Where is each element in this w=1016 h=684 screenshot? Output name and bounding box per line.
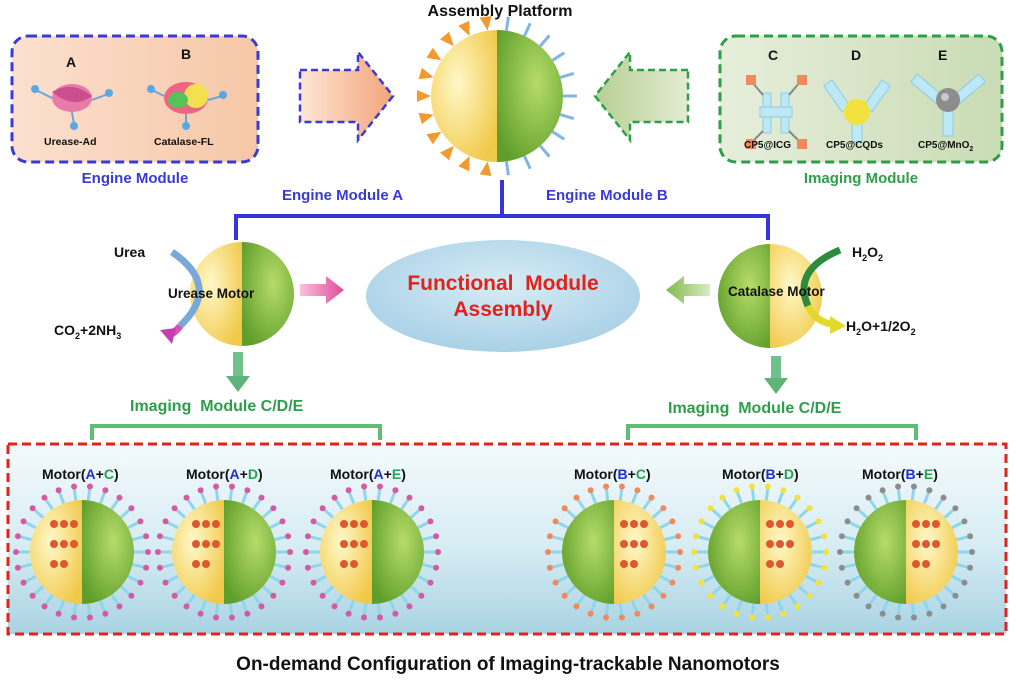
engine-item-a-label: Urease-Ad — [44, 136, 97, 148]
engine-branch-b-label: Engine Module B — [546, 187, 668, 204]
platform-cone-spike — [426, 47, 442, 61]
motor-config-label: Motor(B+E) — [862, 466, 938, 482]
platform-rod-spike — [559, 113, 575, 120]
motor-config-label: Motor(A+D) — [186, 466, 263, 482]
engine-to-platform-arrow — [298, 48, 395, 144]
configured-motor-sphere — [837, 483, 975, 621]
engine-item-b-label: Catalase-FL — [154, 136, 214, 148]
assembly-platform-title: Assembly Platform — [427, 3, 573, 20]
urease-motor-sphere — [190, 242, 294, 346]
imaging-module-title: Imaging Module — [803, 170, 919, 187]
imaging-to-platform-arrow — [593, 48, 690, 144]
imaging-right-bracket — [626, 424, 918, 440]
platform-rod-spike — [559, 72, 575, 79]
urea-reaction-arrow — [170, 249, 203, 329]
platform-cone-spike — [426, 131, 442, 145]
figure-caption: On-demand Configuration of Imaging-track… — [236, 654, 780, 675]
platform-cone-spike — [418, 112, 434, 125]
catalase-motor-sphere — [718, 244, 822, 348]
configured-motor-sphere — [691, 483, 829, 621]
platform-rod-spike — [523, 155, 532, 170]
h2o2-label: H2O2 — [852, 244, 884, 263]
motor-config-label: Motor(A+C) — [42, 466, 119, 482]
urease-product-label: CO2+2NH3 — [54, 322, 122, 341]
catalase-down-arrow — [764, 356, 788, 394]
platform-cone-spike — [479, 161, 492, 177]
platform-rod-spike — [504, 16, 510, 31]
center-title-line2: Assembly — [453, 298, 553, 321]
engine-item-a-letter: A — [66, 54, 77, 70]
platform-cone-spike — [458, 20, 470, 36]
h2o2-reaction-arrow — [800, 246, 842, 308]
urease-motor-label: Urease Motor — [168, 286, 255, 301]
catalase-molecule-icon — [147, 82, 227, 130]
platform-cone-spike — [417, 90, 431, 102]
cp5-mno2-molecule-icon — [910, 73, 986, 137]
imaging-left-label: Imaging Module C/D/E — [130, 398, 304, 415]
assembly-platform-sphere — [417, 15, 577, 177]
platform-rod-spike — [551, 51, 566, 62]
engine-module-box — [10, 34, 260, 164]
imaging-item-e-label: CP5@MnO2 — [918, 140, 974, 153]
urea-label: Urea — [114, 244, 146, 260]
motor-config-label: Motor(B+D) — [722, 466, 799, 482]
imaging-item-d-label: CP5@CQDs — [826, 140, 883, 151]
imaging-item-c-label: CP5@ICG — [744, 140, 791, 151]
imaging-left-bracket — [90, 424, 382, 440]
platform-cone-spike — [440, 145, 454, 161]
platform-rod-spike — [551, 130, 566, 141]
platform-cone-spike — [458, 156, 470, 172]
motor-config-label: Motor(B+C) — [574, 466, 651, 482]
platform-rod-spike — [523, 22, 532, 37]
configured-motor-sphere — [155, 483, 293, 621]
functional-module-ellipse — [366, 240, 640, 352]
imaging-item-e-letter: E — [938, 47, 948, 63]
configured-motor-sphere — [13, 483, 151, 621]
catalase-product-label: H2O+1/2O2 — [846, 318, 916, 337]
engine-module-title: Engine Module — [81, 170, 189, 187]
platform-cone-spike — [418, 67, 434, 80]
catalase-motor-label: Catalase Motor — [728, 284, 825, 299]
motor-config-label: Motor(A+E) — [330, 466, 406, 482]
platform-cone-spike — [440, 31, 454, 47]
imaging-right-label: Imaging Module C/D/E — [668, 400, 842, 417]
platform-rod-spike — [539, 144, 551, 158]
engine-branch-a-label: Engine Module A — [282, 187, 404, 204]
cp5-cqds-molecule-icon — [823, 79, 891, 143]
engine-item-b-letter: B — [181, 46, 192, 62]
center-title-line1: Functional Module — [407, 272, 599, 295]
platform-rod-spike — [504, 161, 510, 176]
catalase-to-center-arrow — [666, 276, 710, 304]
configured-motor-sphere — [303, 483, 441, 621]
cp5-icg-molecule-icon — [746, 75, 807, 149]
imaging-item-c-letter: C — [768, 47, 779, 63]
configured-motor-sphere — [545, 483, 683, 621]
imaging-module-box — [718, 34, 1004, 164]
platform-cone-spike — [479, 15, 492, 31]
urease-to-center-arrow — [300, 276, 344, 304]
platform-rod-spike — [539, 34, 551, 48]
urease-molecule-icon — [31, 84, 113, 130]
engine-branch-connector — [234, 180, 770, 240]
urease-down-arrow — [226, 352, 250, 392]
imaging-item-d-letter: D — [851, 47, 862, 63]
